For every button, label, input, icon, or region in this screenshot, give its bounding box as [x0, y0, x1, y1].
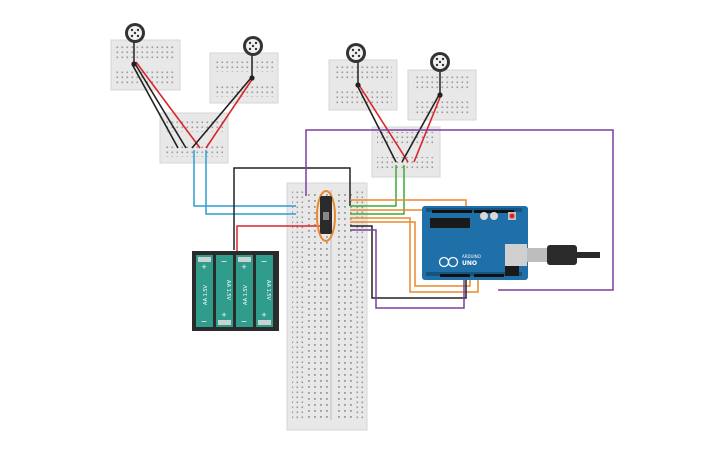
arduino-model: UNO	[462, 260, 477, 267]
battery-plus: +	[241, 263, 247, 271]
battery-minus: −	[201, 317, 208, 326]
junction-breadboard-right[interactable]	[371, 126, 441, 178]
battery-plus: +	[201, 263, 207, 271]
battery-label: AA 1.5V	[243, 284, 249, 305]
speaker-wires	[131, 61, 442, 163]
speaker-breadboard-3[interactable]	[328, 59, 398, 111]
battery-minus: −	[261, 257, 268, 266]
speaker-breadboard-2[interactable]	[209, 52, 279, 104]
main-breadboard[interactable]	[286, 182, 368, 431]
battery-label: AA 1.5V	[265, 280, 271, 301]
battery-plus: +	[261, 311, 267, 319]
usb-cable[interactable]	[527, 245, 600, 265]
battery-plus: +	[221, 311, 227, 319]
battery-cell-2: − + AA 1.5V	[216, 255, 233, 327]
arduino-infinity-icon	[438, 256, 459, 268]
speaker-3[interactable]	[346, 43, 366, 88]
speaker-1[interactable]	[125, 23, 145, 67]
speaker-4[interactable]	[430, 52, 450, 98]
battery-cell-1: + − AA 1.5V	[196, 255, 213, 327]
battery-minus: −	[221, 257, 228, 266]
battery-pack[interactable]: + − AA 1.5V − + AA 1.5V + − AA 1.5V − + …	[192, 251, 279, 331]
usb-port	[505, 244, 527, 266]
circuit-wires	[193, 129, 614, 309]
slide-switch[interactable]	[316, 190, 336, 242]
arduino-uno-board[interactable]: ARDUINO UNO	[422, 206, 528, 280]
battery-label: AA 1.5V	[225, 280, 231, 301]
battery-cell-4: − + AA 1.5V	[256, 255, 273, 327]
microcontroller-chip	[430, 218, 470, 228]
battery-cell-3: + − AA 1.5V	[236, 255, 253, 327]
battery-label: AA 1.5V	[203, 284, 209, 305]
arduino-brand: ARDUINO	[462, 254, 481, 259]
battery-minus: −	[241, 317, 248, 326]
speaker-2[interactable]	[243, 36, 263, 81]
